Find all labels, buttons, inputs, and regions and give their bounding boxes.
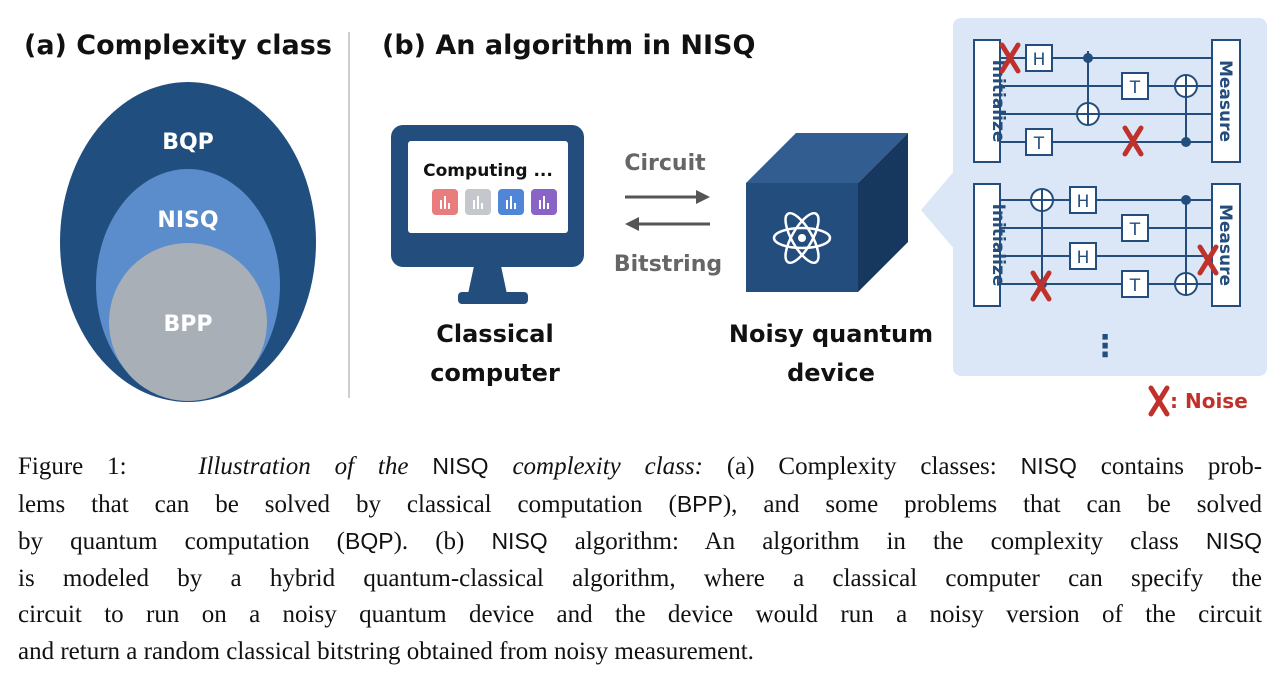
- t-gate-label: T: [1033, 134, 1045, 154]
- caption-class-name: BPP: [676, 490, 723, 517]
- noise-cross-icon: [1148, 385, 1170, 417]
- cnot-target: [1076, 102, 1100, 126]
- caption-line: circuit to run on a noisy quantum device…: [18, 601, 1262, 628]
- panel-a-title: (a) Complexity class: [24, 30, 332, 61]
- figure-diagram: (a) Complexity class BQP NISQ BPP (b) An…: [24, 18, 1267, 417]
- caption-line: is modeled by a hybrid quantum-classical…: [18, 564, 1262, 592]
- measure-label-1: Measure: [1215, 60, 1235, 142]
- noise-cross-icon: [999, 42, 1021, 74]
- caption-text: algorithm: An algorithm in the complexit…: [574, 528, 1179, 555]
- classical-label-line1: Classical: [436, 320, 553, 348]
- caption-class-name: NISQ: [1205, 528, 1263, 554]
- t-gate: [1025, 128, 1053, 156]
- t-gate: [1121, 270, 1149, 298]
- measure-label-2: Measure: [1215, 204, 1235, 286]
- caption-figure-label: Figure 1:: [18, 453, 127, 480]
- h-gate-label: H: [1077, 192, 1090, 212]
- bpp-label: BPP: [163, 312, 212, 337]
- caption-class-name: NISQ: [491, 528, 548, 554]
- t-gate-label: T: [1129, 276, 1141, 296]
- h-gate-label: H: [1033, 50, 1046, 70]
- noise-legend-label: : Noise: [1170, 389, 1248, 413]
- circuit-arrow: [625, 190, 710, 204]
- bar-chart-icons: [432, 189, 557, 215]
- initialize-label-1: Initialize: [988, 60, 1008, 143]
- device-label-line1: Noisy quantum: [729, 320, 933, 348]
- h-gate: [1025, 44, 1053, 72]
- control-dot: [1181, 137, 1191, 147]
- bqp-label: BQP: [162, 130, 214, 155]
- caption-italic: complexity class:: [512, 453, 703, 480]
- panel-b-title: (b) An algorithm in NISQ: [382, 30, 755, 61]
- measure-box-1: [1211, 39, 1241, 163]
- initialize-box-2: [973, 183, 1001, 307]
- caption-text: ). (b): [393, 528, 465, 555]
- caption-text: (a) Complexity classes:: [726, 453, 997, 480]
- nisq-label: NISQ: [157, 208, 218, 233]
- t-gate: [1121, 72, 1149, 100]
- figure-caption: Figure 1: Illustration of the NISQ compl…: [18, 448, 1262, 670]
- control-dot: [1181, 195, 1191, 205]
- screen-text: Computing ...: [423, 161, 553, 181]
- initialize-box-1: [973, 39, 1001, 163]
- caption-text: by quantum computation (: [18, 528, 345, 555]
- bitstring-label: Bitstring: [614, 252, 722, 277]
- caption-line: lems that can be solved by classical com…: [18, 486, 1262, 524]
- noise-cross-icon: [1197, 244, 1219, 276]
- h-gate: [1069, 186, 1097, 214]
- cnot-target: [1174, 74, 1198, 98]
- initialize-label-2: Initialize: [988, 204, 1008, 287]
- t-gate-label: T: [1129, 78, 1141, 98]
- noise-legend: : Noise: [1148, 385, 1248, 417]
- t-gate: [1121, 214, 1149, 242]
- classical-label-line2: computer: [430, 359, 560, 387]
- bpp-ellipse: [109, 243, 267, 401]
- caption-text: contains prob-: [1100, 453, 1263, 480]
- caption-class-name: NISQ: [432, 453, 489, 479]
- device-label-line2: device: [787, 359, 875, 387]
- caption-line: and return a random classical bitstring …: [18, 637, 754, 665]
- circuit-panel: Initialize Measure H T T Initialize Meas…: [921, 18, 1267, 376]
- control-dot: [1083, 53, 1093, 63]
- atom-icon: [772, 211, 832, 265]
- noise-cross-icon: [1030, 270, 1052, 302]
- cnot-target: [1174, 272, 1198, 296]
- cnot-target: [1030, 188, 1054, 212]
- caption-text: ), and some problems that can be solved: [722, 490, 1262, 518]
- caption-class-name: NISQ: [1020, 453, 1077, 479]
- caption-italic: Illustration of the: [198, 453, 409, 480]
- t-gate-label: T: [1129, 220, 1141, 240]
- h-gate: [1069, 242, 1097, 270]
- complexity-class-diagram: BQP NISQ BPP: [60, 82, 316, 402]
- noise-cross-icon: [1122, 125, 1144, 157]
- caption-line: Figure 1: Illustration of the NISQ compl…: [18, 448, 1262, 486]
- circuit-label: Circuit: [624, 151, 706, 176]
- classical-computer-icon: Computing ...: [391, 125, 584, 304]
- bitstring-arrow: [625, 217, 710, 231]
- h-gate-label: H: [1077, 248, 1090, 268]
- more-circuits-ellipsis: ⋮: [1090, 329, 1120, 364]
- caption-line: by quantum computation (BQP). (b) NISQ a…: [18, 523, 1262, 561]
- caption-text: lems that can be solved by classical com…: [18, 490, 677, 518]
- quantum-device-icon: [746, 133, 908, 292]
- caption-class-name: BQP: [344, 528, 394, 554]
